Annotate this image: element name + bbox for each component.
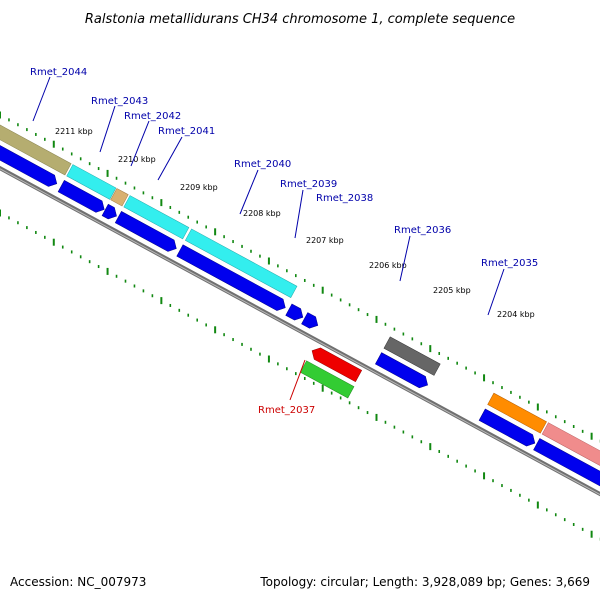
gene-label-rmet-2035[interactable]: Rmet_2035 — [481, 258, 538, 269]
feature-rmet-2035-b[interactable] — [541, 422, 600, 483]
feature-rmet-2035-a[interactable] — [487, 392, 547, 434]
feature-rmet-2043[interactable] — [66, 164, 117, 200]
gene-label-rmet-2040[interactable]: Rmet_2040 — [234, 159, 291, 170]
ruler-label: 2209 kbp — [180, 183, 218, 192]
feature-rmet-2042[interactable] — [110, 188, 129, 207]
feature-track — [0, 120, 600, 483]
gene-label-rmet-2038[interactable]: Rmet_2038 — [316, 193, 373, 204]
cds-arrow[interactable] — [375, 352, 430, 391]
gene-label-rmet-2044[interactable]: Rmet_2044 — [30, 67, 87, 78]
gene-label-rmet-2041[interactable]: Rmet_2041 — [158, 126, 215, 137]
ruler-label: 2206 kbp — [369, 261, 407, 270]
ruler-label: 2208 kbp — [243, 209, 281, 218]
cds-arrow[interactable] — [0, 136, 60, 189]
ruler-label: 2210 kbp — [118, 155, 156, 164]
feature-rmet-2036[interactable] — [383, 336, 441, 376]
cds-arrow[interactable] — [301, 312, 321, 332]
gene-labels: Rmet_2044 Rmet_2043 Rmet_2042 Rmet_2041 … — [30, 67, 538, 416]
cds-arrow[interactable] — [101, 203, 120, 222]
gene-label-rmet-2043[interactable]: Rmet_2043 — [91, 96, 148, 107]
inner-tick-row — [0, 209, 600, 541]
gene-label-rmet-2037[interactable]: Rmet_2037 — [258, 405, 315, 416]
cds-arrow[interactable] — [478, 408, 538, 449]
chromosome-backbone — [0, 152, 600, 500]
feature-rmet-2044[interactable] — [0, 120, 72, 176]
cds-arrow[interactable] — [176, 244, 289, 314]
gene-label-rmet-2039[interactable]: Rmet_2039 — [280, 179, 337, 190]
feature-rmet-2040[interactable] — [184, 228, 298, 298]
ruler-label: 2207 kbp — [306, 236, 344, 245]
outer-tick-row — [0, 111, 600, 443]
ruler-label: 2205 kbp — [433, 286, 471, 295]
cds-arrow[interactable] — [285, 303, 306, 323]
leader-lines — [32, 76, 505, 401]
feature-rmet-2037-green[interactable] — [300, 360, 355, 399]
genome-summary-text: Topology: circular; Length: 3,928,089 bp… — [259, 575, 590, 589]
gene-label-rmet-2036[interactable]: Rmet_2036 — [394, 225, 451, 236]
feature-rmet-2037-red[interactable] — [309, 345, 363, 383]
cds-track — [0, 136, 600, 500]
cds-arrow[interactable] — [57, 180, 107, 215]
reverse-track — [300, 345, 363, 399]
gene-label-rmet-2042[interactable]: Rmet_2042 — [124, 111, 181, 122]
ruler-label: 2204 kbp — [497, 310, 535, 319]
cds-arrow[interactable] — [114, 211, 179, 254]
cds-arrow[interactable] — [533, 438, 600, 500]
accession-text: Accession: NC_007973 — [10, 575, 146, 589]
ruler-labels: 2211 kbp 2210 kbp 2209 kbp 2208 kbp 2207… — [55, 127, 535, 319]
feature-rmet-2041[interactable] — [123, 195, 190, 240]
ruler-label: 2211 kbp — [55, 127, 93, 136]
map-title: Ralstonia metallidurans CH34 chromosome … — [85, 12, 515, 27]
